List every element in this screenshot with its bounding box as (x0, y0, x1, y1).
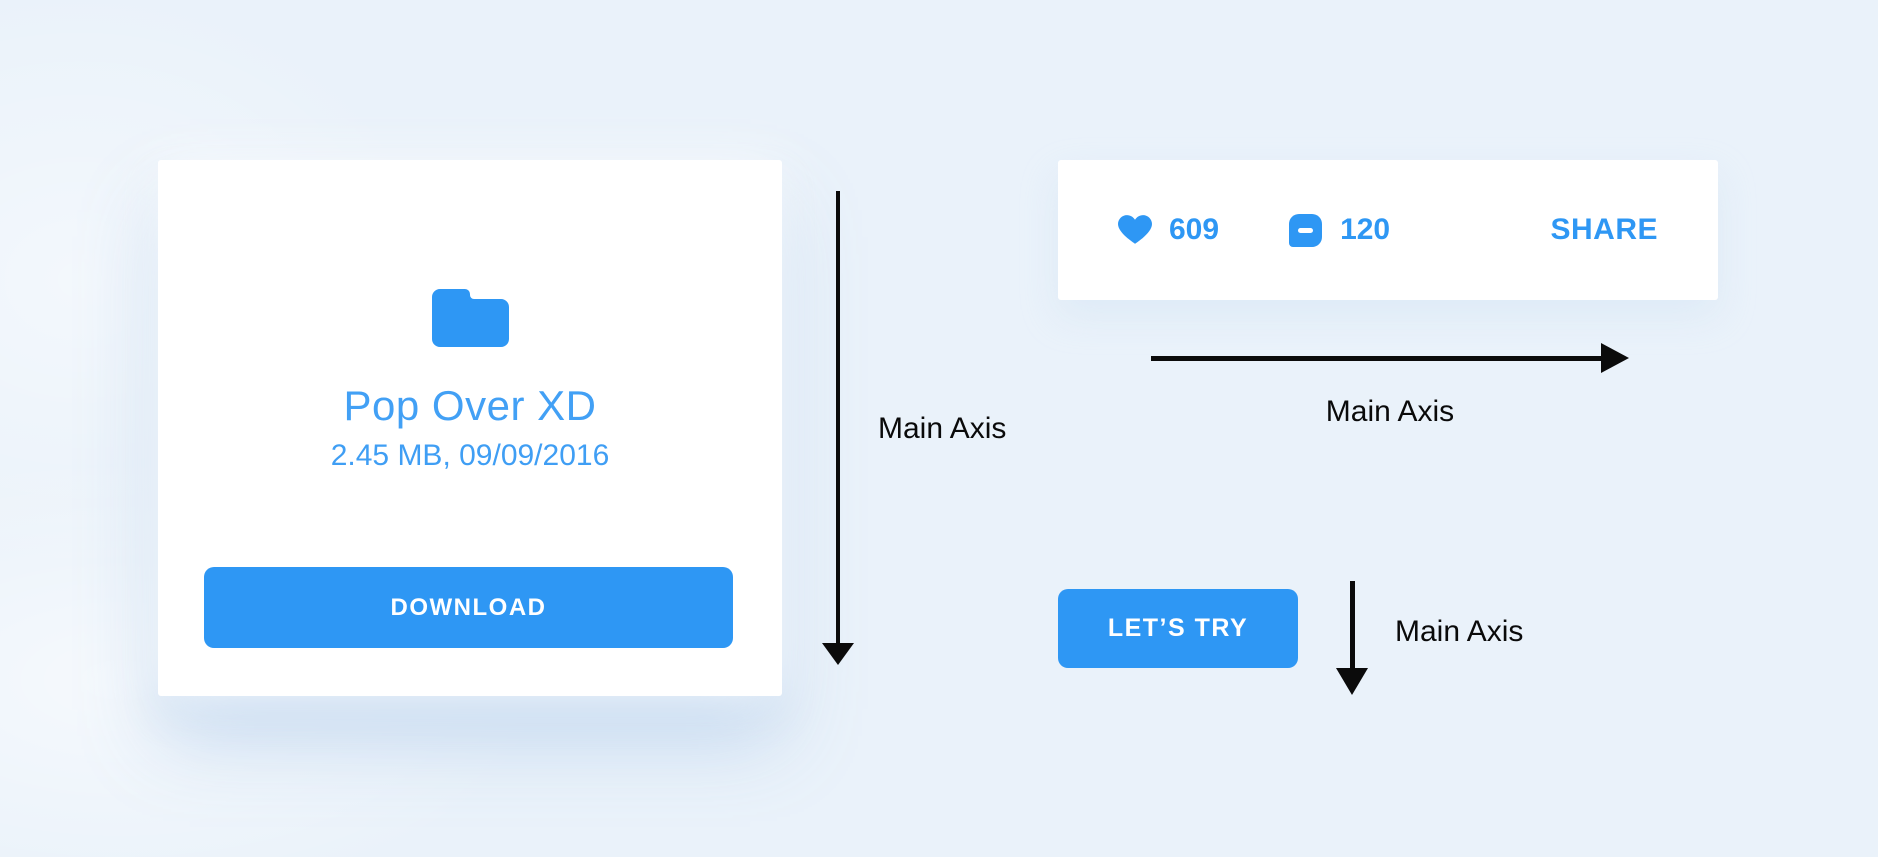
file-download-card: Pop Over XD 2.45 MB, 09/09/2016 DOWNLOAD (158, 160, 782, 696)
main-axis-arrow-horizontal (1151, 343, 1629, 373)
file-meta: 2.45 MB, 09/09/2016 (330, 439, 610, 472)
main-axis-label-social-card: Main Axis (1325, 395, 1455, 428)
chat-minus-icon (1289, 213, 1323, 247)
arrow-shaft (1151, 356, 1601, 361)
download-button[interactable]: DOWNLOAD (204, 567, 733, 648)
lets-try-button[interactable]: LET’S TRY (1058, 589, 1298, 668)
heart-icon (1118, 215, 1152, 244)
share-button[interactable]: SHARE (1550, 213, 1658, 246)
arrow-shaft (836, 191, 840, 643)
comments-button[interactable]: 120 (1289, 213, 1390, 247)
main-axis-arrow-vertical-small (1336, 581, 1368, 695)
main-axis-label-try-button: Main Axis (1395, 615, 1524, 648)
folder-icon (158, 289, 782, 347)
file-title: Pop Over XD (343, 382, 597, 429)
arrow-head-down-icon (1336, 668, 1368, 695)
arrow-shaft (1350, 581, 1355, 668)
like-button[interactable]: 609 (1118, 213, 1219, 247)
main-axis-label-file-card: Main Axis (878, 412, 1007, 445)
arrow-head-down-icon (822, 643, 854, 665)
comments-count: 120 (1340, 213, 1391, 246)
arrow-head-right-icon (1601, 343, 1629, 373)
likes-count: 609 (1169, 213, 1220, 246)
social-actions-card: 609 120 SHARE (1058, 160, 1718, 300)
main-axis-arrow-vertical (822, 191, 854, 665)
minus-dash-icon (1298, 227, 1314, 233)
